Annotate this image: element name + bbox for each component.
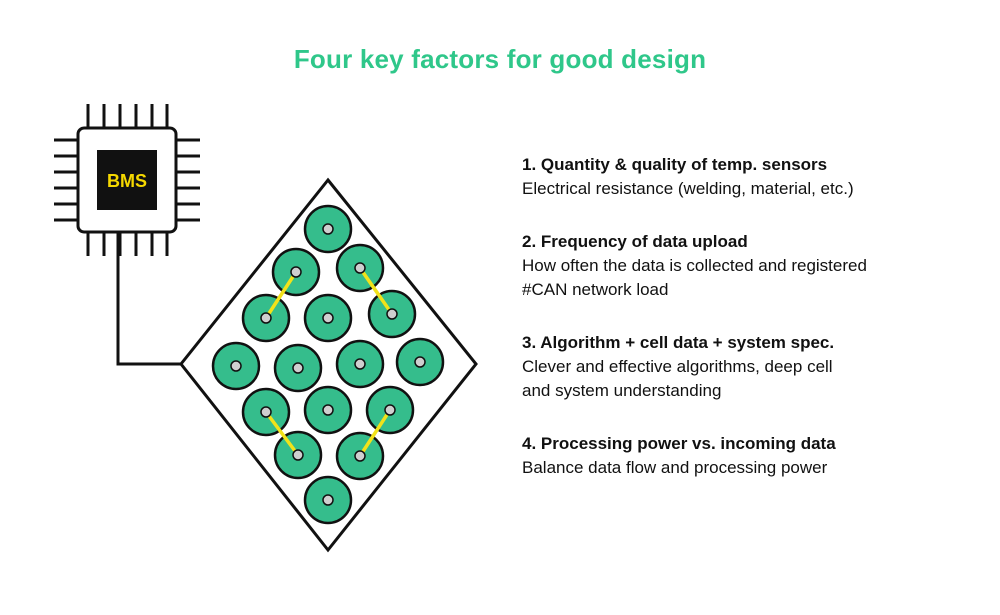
bms-chip-label: BMS (107, 171, 147, 191)
factor-item-3: 3. Algorithm + cell data + system spec. C… (522, 331, 982, 403)
cell-terminal (290, 266, 302, 278)
cell-terminal (260, 406, 272, 418)
cell-terminal (354, 358, 366, 370)
cell-terminal (322, 404, 334, 416)
bms-chip-core (97, 150, 157, 210)
chip-pins (54, 104, 200, 256)
cell-terminal (354, 450, 366, 462)
cell-connector (264, 270, 298, 320)
factor-description-line: Electrical resistance (welding, material… (522, 179, 854, 198)
factor-description-line: How often the data is collected and regi… (522, 256, 867, 275)
factor-description-line: Clever and effective algorithms, deep ce… (522, 357, 833, 376)
cell-terminal (322, 223, 334, 235)
cell-terminal (414, 356, 426, 368)
factor-heading: 4. Processing power vs. incoming data (522, 434, 836, 453)
cell-terminal (292, 362, 304, 374)
cell-terminals (230, 223, 426, 506)
cell-terminal (230, 360, 242, 372)
factor-heading: 2. Frequency of data upload (522, 232, 748, 251)
factor-description-line: #CAN network load (522, 280, 669, 299)
factor-description-line: Balance data flow and processing power (522, 458, 828, 477)
diagram-title: Four key factors for good design (293, 44, 707, 74)
cell-connectors (264, 266, 394, 458)
cell-terminal (292, 449, 304, 461)
battery-pack-outline (179, 177, 478, 553)
connection-wire (116, 232, 181, 366)
cell-terminal (322, 312, 334, 324)
cell-terminal (260, 312, 272, 324)
cell-terminal (354, 262, 366, 274)
cell-terminal (384, 404, 396, 416)
cell-terminal (322, 494, 334, 506)
factor-heading: 1. Quantity & quality of temp. sensors (522, 155, 828, 174)
cell-terminal (386, 308, 398, 320)
cell-connector (358, 266, 394, 316)
cell-connector (358, 408, 392, 458)
factor-description-line: and system understanding (522, 381, 722, 400)
factor-heading: 3. Algorithm + cell data + system spec. (522, 333, 835, 352)
cell-connector (264, 410, 300, 457)
